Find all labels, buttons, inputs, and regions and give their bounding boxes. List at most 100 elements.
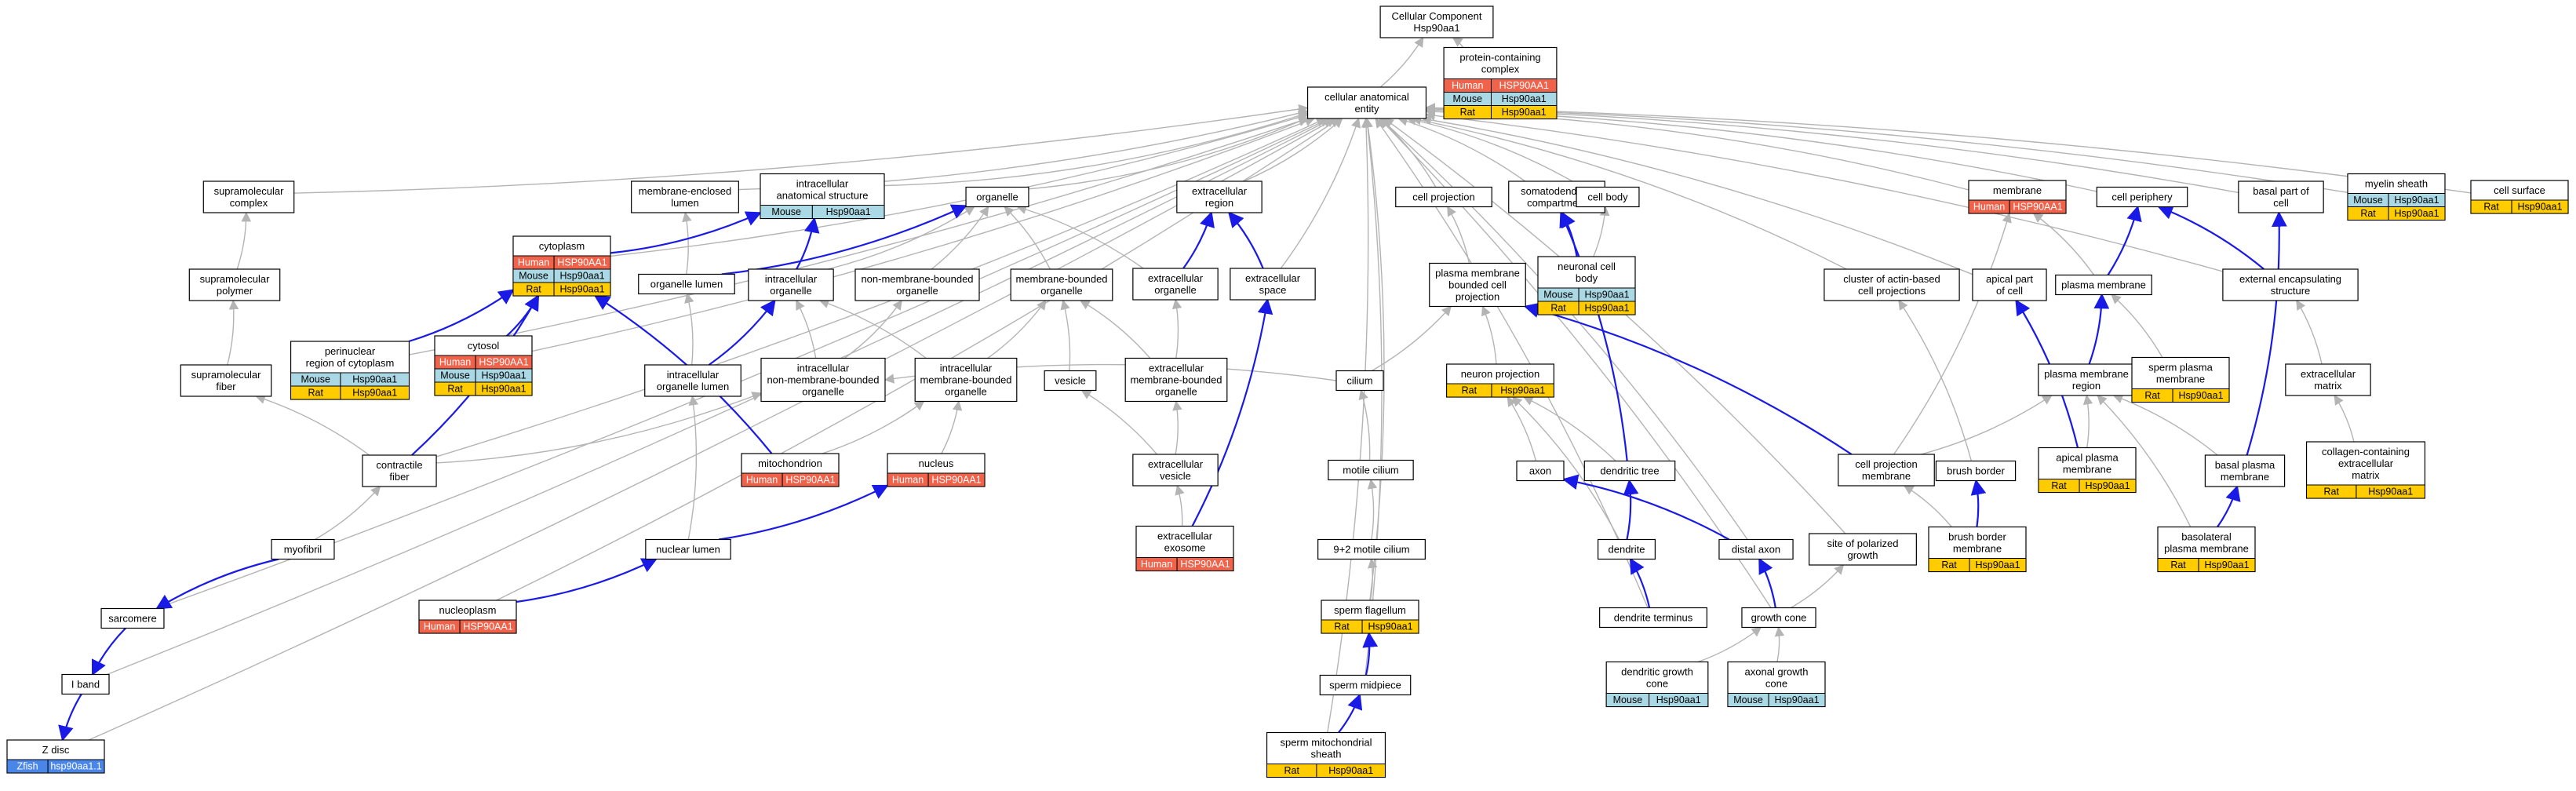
- node-dendterm[interactable]: dendrite terminus: [1599, 607, 1707, 629]
- is-a-edge: [88, 118, 1337, 741]
- node-cellproj[interactable]: cell projection: [1395, 186, 1492, 208]
- part-of-edge: [1523, 302, 1853, 455]
- node-label: neuron projection: [1461, 368, 1539, 380]
- node-label: intracellular: [797, 363, 850, 374]
- node-orglumen[interactable]: organelle lumen: [638, 273, 735, 295]
- node-intranonmem[interactable]: intracellularnon-membrane-boundedorganel…: [760, 357, 886, 403]
- node-label: entity: [1354, 103, 1379, 115]
- node-periphery[interactable]: cell periphery: [2096, 186, 2188, 208]
- gene-label: Hsp90aa1: [482, 384, 526, 395]
- node-label: sperm flagellum: [1334, 604, 1406, 616]
- node-midpiece[interactable]: sperm midpiece: [1319, 674, 1412, 696]
- node-motile[interactable]: motile cilium: [1328, 459, 1414, 481]
- node-distaxon[interactable]: distal axon: [1718, 538, 1794, 560]
- node-label: organelle: [1040, 285, 1083, 297]
- node-dendtree[interactable]: dendritic tree: [1583, 460, 1676, 482]
- is-a-edge: [2088, 293, 2107, 365]
- node-pm[interactable]: plasma membrane: [2055, 274, 2152, 296]
- species-label: Human: [746, 475, 778, 486]
- node-collagen[interactable]: collagen-containingextracellularmatrixRa…: [2305, 441, 2426, 499]
- node-label: cilium: [1346, 375, 1372, 387]
- node-brushborder[interactable]: brush border: [1935, 460, 2017, 482]
- part-of-edge: [2246, 211, 2287, 456]
- node-label: brush border: [1947, 465, 2005, 477]
- node-cellbody[interactable]: cell body: [1576, 186, 1640, 208]
- node-iband[interactable]: I band: [61, 673, 110, 695]
- node-label: axonal growth: [1745, 666, 1809, 678]
- node-box: [631, 180, 739, 213]
- node-axon[interactable]: axon: [1516, 460, 1565, 482]
- node-label: plasma membrane: [1435, 268, 1520, 279]
- gene-label: HSP90AA1: [463, 622, 512, 632]
- node-organelle[interactable]: organelle: [965, 186, 1029, 208]
- node-nuclumen[interactable]: nuclear lumen: [645, 538, 731, 560]
- node-ninetwo[interactable]: 9+2 motile cilium: [1317, 538, 1426, 560]
- node-label: cell projection: [1412, 191, 1475, 203]
- node-label: myofibril: [284, 544, 322, 556]
- node-myofibril[interactable]: myofibril: [271, 538, 335, 560]
- node-label: organelle: [1154, 284, 1197, 296]
- species-label: Mouse: [1733, 694, 1763, 705]
- is-a-edge: [1425, 105, 2097, 192]
- node-sarcomere[interactable]: sarcomere: [100, 607, 165, 629]
- gene-cell: [2172, 388, 2230, 403]
- node-box: [1516, 460, 1565, 482]
- node-vesicle[interactable]: vesicle: [1044, 370, 1097, 392]
- node-dendrite[interactable]: dendrite: [1597, 538, 1656, 560]
- node-cilium[interactable]: cilium: [1335, 370, 1384, 392]
- node-growthcone[interactable]: growth cone: [1741, 607, 1816, 629]
- node-box: [914, 357, 1018, 403]
- node-label: body: [1576, 272, 1598, 284]
